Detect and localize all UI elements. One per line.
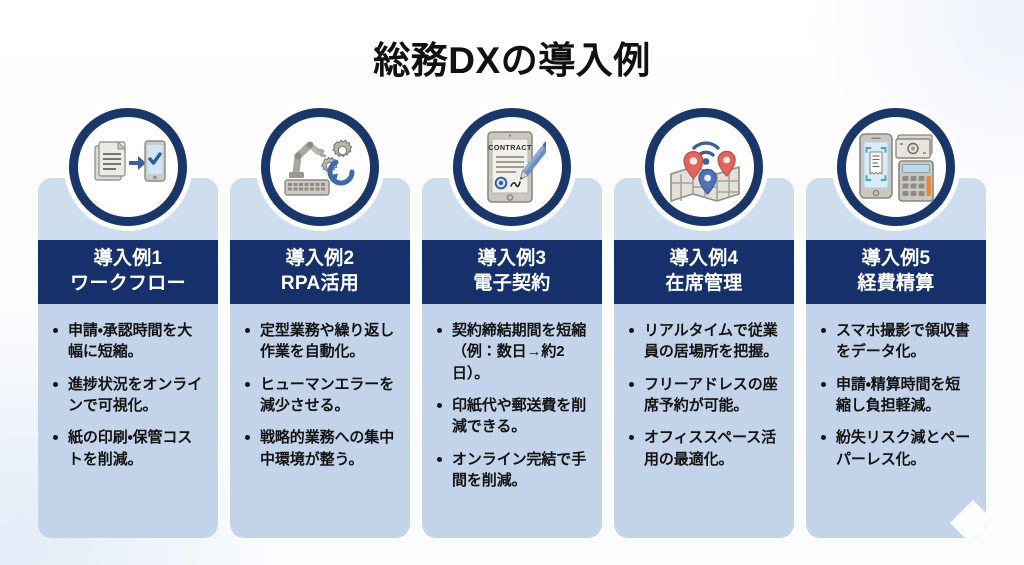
card-header-line1: 導入例5 <box>861 248 931 269</box>
card-expense-settlement[interactable]: 導入例5 経費精算 スマホ撮影で領収書をデータ化。 申請・精算時間を短縮し負担軽… <box>806 178 986 538</box>
card-econtract[interactable]: 導入例3 電子契約 契約締結期間を短縮（例：数日→約2日）。 印紙代や郵送費を削… <box>422 178 602 538</box>
bullet-list: リアルタイムで従業員の居場所を把握。 フリーアドレスの座席予約が可能。 オフィス… <box>624 320 782 470</box>
card-workflow[interactable]: 導入例1 ワークフロー 申請・承認時間を大幅に短縮。 進捗状況をオンラインで可視… <box>38 178 218 538</box>
list-item: リアルタイムで従業員の居場所を把握。 <box>629 320 782 363</box>
icon-badge-econtract: CONTRACT <box>453 108 571 226</box>
card-body: スマホ撮影で領収書をデータ化。 申請・精算時間を短縮し負担軽減。 紛失リスク減と… <box>806 304 986 538</box>
list-item: 契約締結期間を短縮（例：数日→約2日）。 <box>437 320 590 384</box>
list-item: 進捗状況をオンラインで可視化。 <box>53 374 206 417</box>
icon-badge-workflow <box>69 108 187 226</box>
card-body: 定型業務や繰り返し作業を自動化。 ヒューマンエラーを減少させる。 戦略的業務への… <box>230 304 410 538</box>
bullet-list: 契約締結期間を短縮（例：数日→約2日）。 印紙代や郵送費を削減できる。 オンライ… <box>432 320 590 491</box>
svg-text:CONTRACT: CONTRACT <box>488 143 532 152</box>
list-item: 紛失リスク減とペーパーレス化。 <box>821 427 974 470</box>
list-item: 申請・精算時間を短縮し負担軽減。 <box>821 374 974 417</box>
list-item: 戦略的業務への集中中環境が整う。 <box>245 427 398 470</box>
contract-tablet-pen-icon: CONTRACT <box>478 130 546 204</box>
list-item: 紙の印刷・保管コストを削減。 <box>53 427 206 470</box>
card-body: 契約締結期間を短縮（例：数日→約2日）。 印紙代や郵送費を削減できる。 オンライ… <box>422 304 602 538</box>
card-header-line1: 導入例4 <box>669 248 739 269</box>
list-item: スマホ撮影で領収書をデータ化。 <box>821 320 974 363</box>
card-header: 導入例4 在席管理 <box>614 240 794 305</box>
page-title: 総務DXの導入例 <box>373 39 651 81</box>
card-header-line2: RPA活用 <box>280 273 360 295</box>
card-seat-management[interactable]: 導入例4 在席管理 リアルタイムで従業員の居場所を把握。 フリーアドレスの座席予… <box>614 178 794 538</box>
card-header: 導入例2 RPA活用 <box>230 240 410 305</box>
bullet-list: スマホ撮影で領収書をデータ化。 申請・精算時間を短縮し負担軽減。 紛失リスク減と… <box>816 320 974 470</box>
card-row: 導入例1 ワークフロー 申請・承認時間を大幅に短縮。 進捗状況をオンラインで可視… <box>38 178 986 538</box>
card-header: 導入例1 ワークフロー <box>38 240 218 305</box>
list-item: ヒューマンエラーを減少させる。 <box>245 374 398 417</box>
icon-badge-rpa <box>261 108 379 226</box>
smartphone-receipt-cash-calculator-icon <box>856 130 936 204</box>
bullet-list: 申請・承認時間を大幅に短縮。 進捗状況をオンラインで可視化。 紙の印刷・保管コス… <box>48 320 206 470</box>
card-header-line2: 在席管理 <box>665 273 743 295</box>
card-body: 申請・承認時間を大幅に短縮。 進捗状況をオンラインで可視化。 紙の印刷・保管コス… <box>38 304 218 538</box>
list-item: オンライン完結で手間を削減。 <box>437 449 590 492</box>
card-header: 導入例3 電子契約 <box>422 240 602 305</box>
card-header: 導入例5 経費精算 <box>806 240 986 305</box>
list-item: フリーアドレスの座席予約が可能。 <box>629 374 782 417</box>
list-item: 申請・承認時間を大幅に短縮。 <box>53 320 206 363</box>
icon-badge-seat-management <box>645 108 763 226</box>
card-header-line2: 経費精算 <box>857 273 935 295</box>
card-body: リアルタイムで従業員の居場所を把握。 フリーアドレスの座席予約が可能。 オフィス… <box>614 304 794 538</box>
bullet-list: 定型業務や繰り返し作業を自動化。 ヒューマンエラーを減少させる。 戦略的業務への… <box>240 320 398 470</box>
card-header-line1: 導入例1 <box>93 248 163 269</box>
list-item: 印紙代や郵送費を削減できる。 <box>437 395 590 438</box>
card-rpa[interactable]: 導入例2 RPA活用 定型業務や繰り返し作業を自動化。 ヒューマンエラーを減少さ… <box>230 178 410 538</box>
document-to-tablet-approval-icon <box>89 136 167 198</box>
icon-badge-expense <box>837 108 955 226</box>
card-header-line1: 導入例2 <box>285 248 355 269</box>
card-header-line2: 電子契約 <box>473 273 551 295</box>
list-item: オフィススペース活用の最適化。 <box>629 427 782 470</box>
card-header-line2: ワークフロー <box>70 273 186 295</box>
map-location-pins-wifi-icon <box>663 130 745 204</box>
card-header-line1: 導入例3 <box>477 248 547 269</box>
robot-arm-gears-keyboard-icon <box>280 134 360 200</box>
list-item: 定型業務や繰り返し作業を自動化。 <box>245 320 398 363</box>
